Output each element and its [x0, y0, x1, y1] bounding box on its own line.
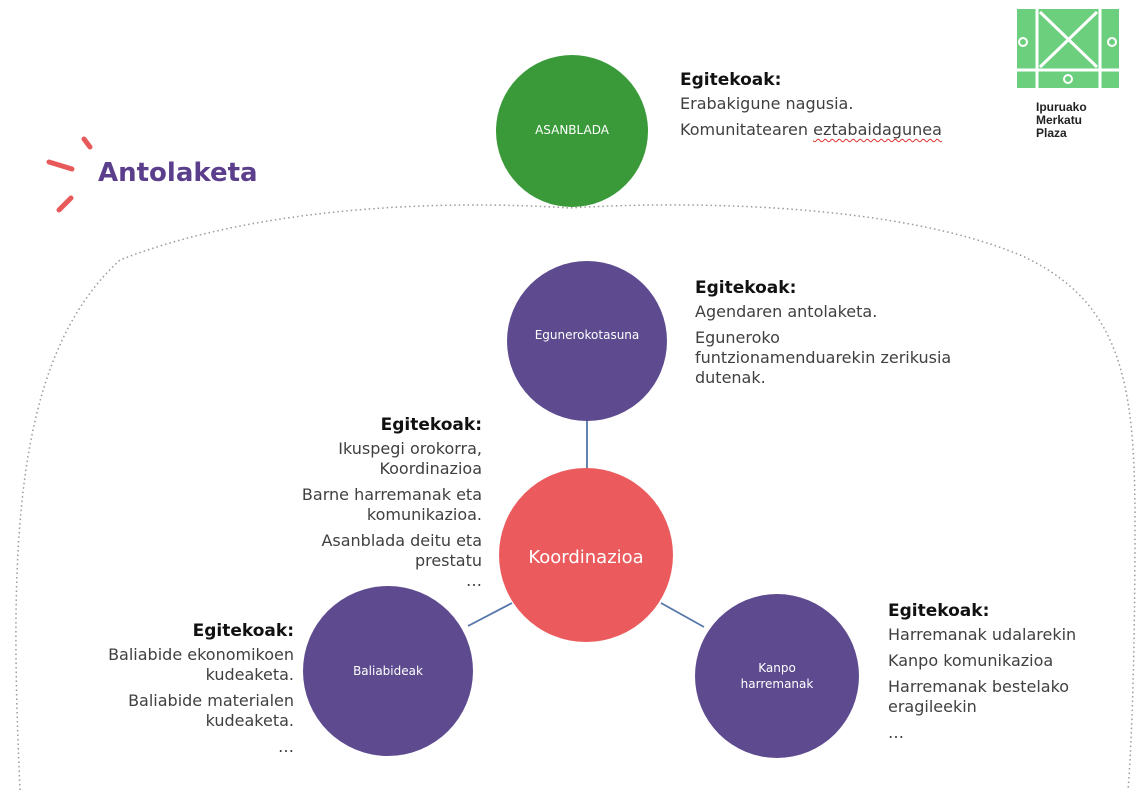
- kanpo-label-line-1: Kanpo: [758, 661, 796, 675]
- task-item: Kanpo komunikazioa: [888, 651, 1054, 670]
- baliabideak-label: Baliabideak: [353, 664, 423, 678]
- task-item: Ikuspegi orokorra,: [338, 439, 482, 458]
- egunerokotasuna-tasks: Egitekoak: Agendaren antolaketa. Egunero…: [695, 278, 1015, 388]
- kanpo-tasks: Egitekoak: Harremanak udalarekin Kanpo k…: [888, 601, 1128, 743]
- task-item: kudeaketa.: [205, 665, 294, 684]
- task-item: Eguneroko: [695, 328, 780, 347]
- tasks-heading: Egitekoak:: [888, 601, 990, 621]
- connector-kanpo: [660, 602, 705, 628]
- task-item: Koordinazioa: [379, 459, 482, 478]
- task-item: …: [278, 737, 294, 756]
- koordinazioa-tasks: Egitekoak: Ikuspegi orokorra, Koordinazi…: [260, 415, 482, 591]
- koordinazioa-circle[interactable]: [499, 468, 673, 642]
- task-item: …: [466, 571, 482, 590]
- logo-mark: [1017, 9, 1119, 88]
- task-item: Baliabide ekonomikoen: [108, 645, 294, 664]
- tasks-heading: Egitekoak:: [695, 278, 797, 298]
- asanblada-label: ASANBLADA: [535, 123, 609, 137]
- task-item: Agendaren antolaketa.: [695, 302, 878, 321]
- logo-line-1: Ipuruako: [1036, 100, 1087, 114]
- asanblada-tasks: Egitekoak: Erabakigune nagusia. Komunita…: [680, 70, 1000, 146]
- logo-text: Ipuruako Merkatu Plaza: [1036, 101, 1087, 140]
- task-item: funtzionamenduarekin zerikusia: [695, 348, 952, 367]
- task-item: eragileekin: [888, 697, 977, 716]
- asanblada-circle[interactable]: [496, 55, 648, 207]
- task-item: dutenak.: [695, 368, 766, 387]
- tasks-heading: Egitekoak:: [680, 70, 782, 90]
- task-item: Erabakigune nagusia.: [680, 94, 854, 113]
- task-item: Baliabide materialen: [128, 691, 294, 710]
- baliabideak-tasks: Egitekoak: Baliabide ekonomikoen kudeake…: [60, 621, 294, 757]
- logo-line-3: Plaza: [1036, 126, 1067, 140]
- task-item: Komunitatearen eztabaidagunea: [680, 120, 1000, 140]
- title-accent-marks: [46, 136, 93, 213]
- task-item: …: [888, 723, 904, 742]
- egunerokotasuna-label: Egunerokotasuna: [534, 328, 640, 342]
- kanpo-label: Kanpo harremanak: [695, 656, 859, 696]
- tasks-heading: Egitekoak:: [192, 621, 294, 641]
- egunerokotasuna-circle[interactable]: [507, 261, 667, 421]
- baliabideak-circle[interactable]: [303, 586, 473, 756]
- task-item: Asanblada deitu eta: [321, 531, 482, 550]
- task-item-part: Komunitatearen: [680, 120, 809, 139]
- connector-baliabideak: [467, 602, 513, 627]
- task-item: Barne harremanak eta: [301, 485, 482, 504]
- koordinazioa-label: Koordinazioa: [528, 546, 644, 568]
- page-title: Antolaketa: [98, 158, 258, 188]
- task-item: komunikazioa.: [366, 505, 482, 524]
- tasks-heading: Egitekoak:: [380, 415, 482, 435]
- task-item: Harremanak udalarekin: [888, 625, 1077, 644]
- task-item: prestatu: [414, 551, 482, 570]
- kanpo-label-line-2: harremanak: [740, 677, 814, 691]
- task-item-part: eztabaidagunea: [813, 120, 942, 139]
- task-item: Harremanak bestelako: [888, 677, 1070, 696]
- task-item: kudeaketa.: [205, 711, 294, 730]
- logo-line-2: Merkatu: [1036, 113, 1083, 127]
- kanpo-circle[interactable]: [695, 594, 859, 758]
